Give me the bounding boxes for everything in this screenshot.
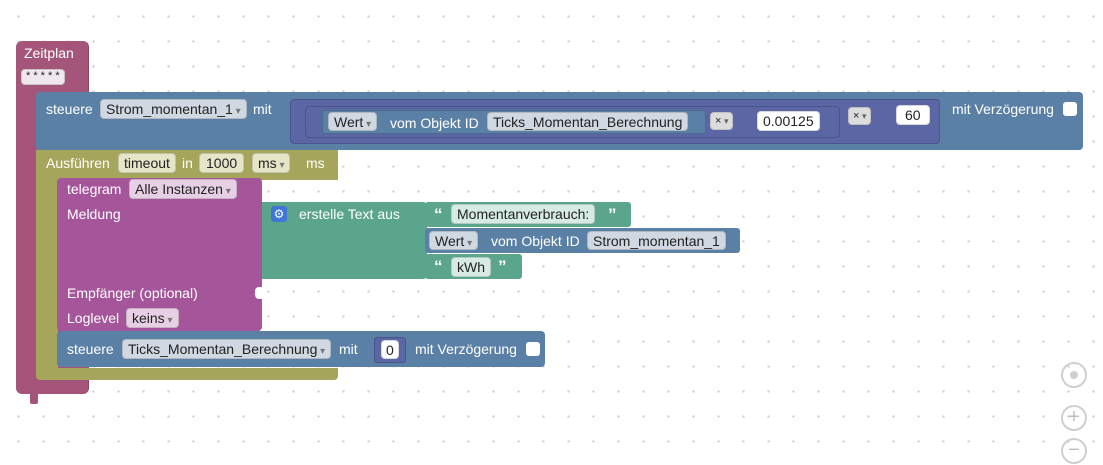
text-item-2-field-dropdown[interactable]: Wert — [429, 231, 479, 250]
timeout-in-label: in — [182, 155, 193, 171]
text-item-2-object-id[interactable]: Strom_momentan_1 — [587, 231, 726, 250]
object-field-dropdown[interactable]: Wert — [328, 112, 378, 131]
schedule-title: Zeitplan — [24, 45, 74, 61]
text-item-1-field[interactable]: Momentanverbrauch: — [451, 204, 596, 224]
gear-icon[interactable]: ⚙ — [271, 206, 287, 222]
text-item-2-of-label: vom Objekt ID — [491, 233, 580, 249]
multiply-inner-operator[interactable]: × ▾ — [710, 112, 734, 130]
recipient-input-notch[interactable] — [255, 287, 263, 299]
telegram-instance-dropdown[interactable]: Alle Instanzen — [129, 179, 237, 199]
timeout-label: Ausführen — [46, 155, 110, 171]
telegram-block[interactable] — [57, 178, 262, 331]
zoom-in-icon[interactable]: + — [1061, 405, 1087, 431]
schedule-cron-field[interactable]: * * * * * — [21, 69, 65, 85]
quote-close-3: ” — [498, 257, 507, 276]
control-target-field[interactable]: Strom_momentan_1 — [100, 99, 247, 119]
center-workspace-icon[interactable] — [1061, 362, 1087, 388]
telegram-recipient-label: Empfänger (optional) — [67, 285, 198, 301]
control-delay-checkbox[interactable] — [1063, 102, 1077, 116]
quote-close-1: ” — [608, 205, 617, 224]
timeout-name-field[interactable]: timeout — [118, 153, 176, 173]
multiply-inner-value[interactable]: 0.00125 — [757, 111, 820, 131]
multiply-outer-value[interactable]: 60 — [896, 105, 930, 125]
timeout-block-arm — [36, 178, 58, 370]
zoom-out-icon[interactable]: − — [1061, 438, 1087, 464]
timeout-unit-dropdown[interactable]: ms — [252, 153, 291, 173]
multiply-outer-operator[interactable]: × ▾ — [848, 107, 872, 125]
timeout-unit-label: ms — [306, 155, 325, 171]
quote-open-1: “ — [434, 205, 443, 224]
object-of-label: vom Objekt ID — [390, 115, 479, 131]
timeout-block-footer — [36, 368, 338, 380]
control-delay-label: mit Verzögerung — [952, 101, 1054, 117]
telegram-message-label: Meldung — [67, 206, 121, 222]
object-id-field[interactable]: Ticks_Momentan_Berechnung — [487, 112, 689, 131]
control2-label: steuere — [67, 341, 114, 357]
text-join-label: erstelle Text aus — [299, 206, 400, 222]
telegram-loglevel-label: Loglevel — [67, 310, 120, 326]
control2-with-label: mit — [339, 341, 358, 357]
timeout-value-field[interactable]: 1000 — [199, 153, 245, 173]
control2-delay-label: mit Verzögerung — [415, 341, 517, 357]
control-label: steuere — [46, 101, 93, 117]
quote-open-3: “ — [434, 257, 443, 276]
text-join-block[interactable] — [262, 202, 427, 279]
control-with-label: mit — [253, 101, 272, 117]
schedule-tab — [30, 392, 38, 404]
control2-target-field[interactable]: Ticks_Momentan_Berechnung — [122, 339, 332, 359]
telegram-loglevel-dropdown[interactable]: keins — [126, 308, 179, 328]
control2-value-field[interactable]: 0 — [381, 340, 399, 359]
telegram-label: telegram — [67, 181, 122, 197]
text-item-3-field[interactable]: kWh — [451, 257, 491, 277]
control2-delay-checkbox[interactable] — [526, 342, 540, 356]
